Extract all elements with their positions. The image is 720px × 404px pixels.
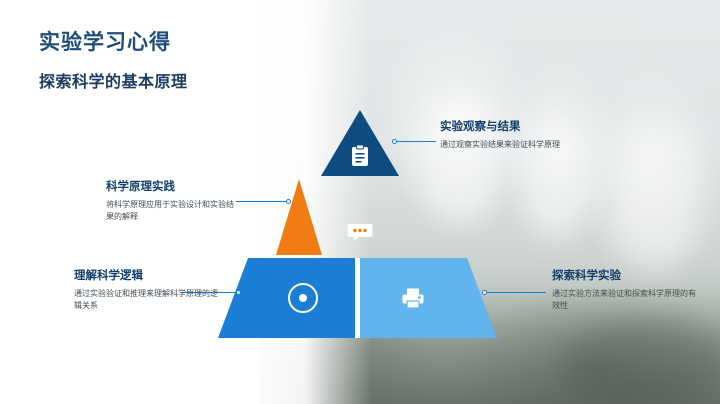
callout-explore-title: 探索科学实验 (552, 270, 621, 282)
connector-dot-explore (482, 290, 487, 295)
left-white-veil (0, 0, 260, 404)
connector-dot-observation (392, 139, 397, 144)
callout-principle-practice-title: 科学原理实践 (106, 181, 175, 193)
callout-principle-practice: 科学原理实践 将科学原理应用于实验设计和实验结果的解释 (106, 178, 236, 223)
connector-observation (394, 141, 436, 142)
callout-principle-practice-body: 将科学原理应用于实验设计和实验结果的解释 (106, 200, 234, 221)
clipboard-icon (346, 142, 374, 170)
callout-observation-body: 通过观察实验结果来验证科学原理 (440, 140, 560, 149)
camera-lens-icon (288, 283, 318, 313)
callout-explore: 探索科学实验 通过实验方法来验证和探索科学原理的有效性 (552, 267, 702, 312)
camera-lens-dot (299, 294, 307, 302)
callout-logic-body: 通过实验验证和推理来理解科学原理的逻辑关系 (74, 289, 218, 310)
callout-logic-title: 理解科学逻辑 (74, 270, 143, 282)
background-flask-1 (420, 95, 500, 225)
camera-lens-ring (288, 283, 318, 313)
pyramid-tier-middle[interactable] (276, 179, 322, 255)
chat-bubble-icon (346, 218, 374, 246)
callout-observation-title: 实验观察与结果 (440, 121, 521, 133)
pyramid-divider (355, 258, 360, 338)
connector-principle-practice (236, 201, 288, 202)
pyramid-diagram (210, 110, 510, 345)
connector-dot-principle-practice (286, 199, 291, 204)
pyramid-tier-bottom-left-wing[interactable] (218, 258, 248, 338)
printer-icon (398, 283, 428, 313)
connector-explore (484, 292, 546, 293)
connector-dot-logic (236, 290, 241, 295)
background-flask-3 (612, 120, 698, 270)
background-flask-2 (520, 110, 590, 240)
callout-explore-body: 通过实验方法来验证和探索科学原理的有效性 (552, 289, 696, 310)
callout-logic: 理解科学逻辑 通过实验验证和推理来理解科学原理的逻辑关系 (74, 267, 224, 312)
callout-observation: 实验观察与结果 通过观察实验结果来验证科学原理 (440, 118, 600, 151)
pyramid-tier-bottom-right-wing[interactable] (467, 258, 497, 338)
page-subtitle: 探索科学的基本原理 (39, 74, 188, 91)
connector-logic (180, 292, 238, 293)
page-title: 实验学习心得 (39, 31, 171, 54)
